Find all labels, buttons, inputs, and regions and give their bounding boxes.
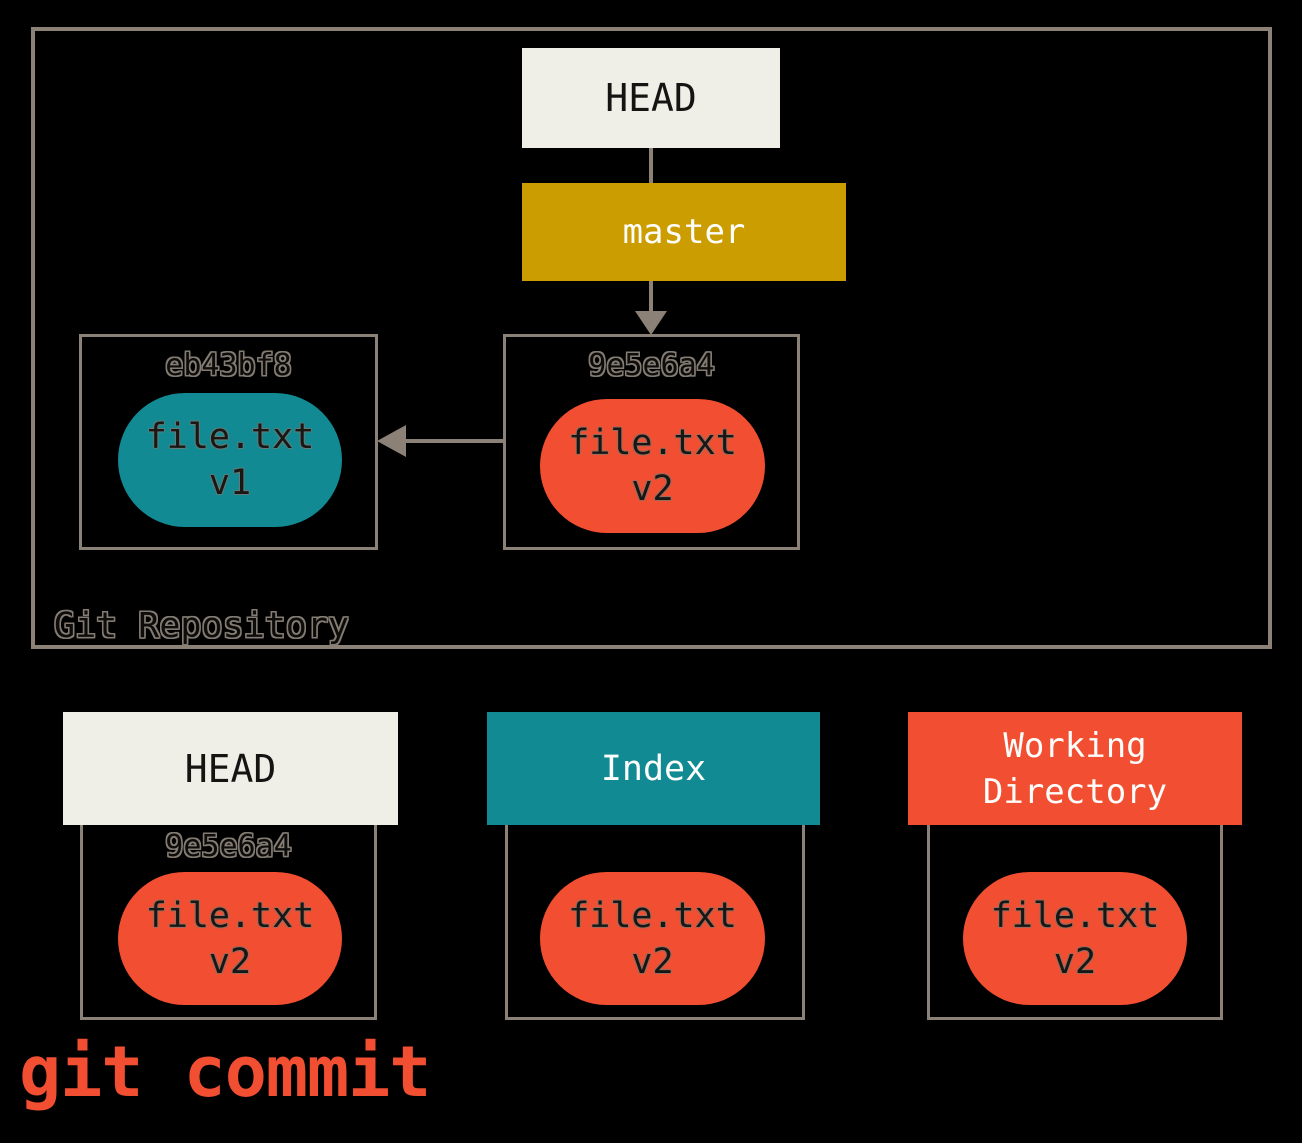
working-directory-header: Working Directory: [908, 712, 1242, 825]
working-directory-file-blob: file.txt v2: [963, 872, 1187, 1005]
file-blob-version: v2: [1053, 941, 1097, 982]
index-area-box: [505, 825, 805, 1020]
commit-box-current: [503, 334, 800, 550]
file-blob-name: file.txt: [990, 895, 1160, 936]
working-directory-title: Working Directory: [982, 725, 1168, 812]
file-blob-version: v2: [631, 941, 674, 982]
head-area-header: HEAD: [63, 712, 398, 825]
commit-hash-label: eb43bf8: [165, 348, 292, 383]
file-blob-version: v2: [631, 469, 674, 509]
file-blob-name: file.txt: [145, 895, 315, 936]
file-blob-version: v1: [208, 463, 252, 503]
commit-hash-label: 9e5e6a4: [588, 348, 715, 383]
head-ref-label: HEAD: [605, 76, 697, 120]
head-area-hash-label: 9e5e6a4: [165, 829, 292, 864]
commit-to-parent-arrow-line: [404, 439, 503, 443]
file-blob-v1: file.txt v1: [118, 393, 342, 527]
head-area-title: HEAD: [184, 746, 277, 791]
git-repository-box: [31, 27, 1272, 649]
head-area-box: [80, 825, 377, 1020]
index-area-title: Index: [600, 748, 707, 789]
git-commit-caption: git commit: [19, 1031, 431, 1113]
arrowhead-left-icon: [377, 425, 406, 457]
index-area-header: Index: [487, 712, 820, 825]
file-blob-name: file.txt: [145, 417, 315, 457]
working-directory-box: [927, 825, 1223, 1020]
index-area-file-blob: file.txt v2: [540, 872, 765, 1005]
file-blob-name: file.txt: [568, 423, 737, 463]
arrowhead-down-icon: [635, 311, 667, 335]
file-blob-version: v2: [208, 941, 252, 982]
file-blob-name: file.txt: [568, 895, 737, 936]
commit-box-parent: [79, 334, 378, 550]
git-repository-label: Git Repository: [54, 606, 350, 646]
head-to-master-connector: [649, 148, 653, 183]
master-branch-label: master: [622, 212, 746, 252]
master-to-commit-arrow-line: [649, 281, 653, 314]
head-ref-box: HEAD: [522, 48, 780, 148]
head-area-file-blob: file.txt v2: [118, 872, 342, 1005]
master-branch-box: master: [522, 183, 846, 281]
file-blob-v2: file.txt v2: [540, 399, 765, 533]
